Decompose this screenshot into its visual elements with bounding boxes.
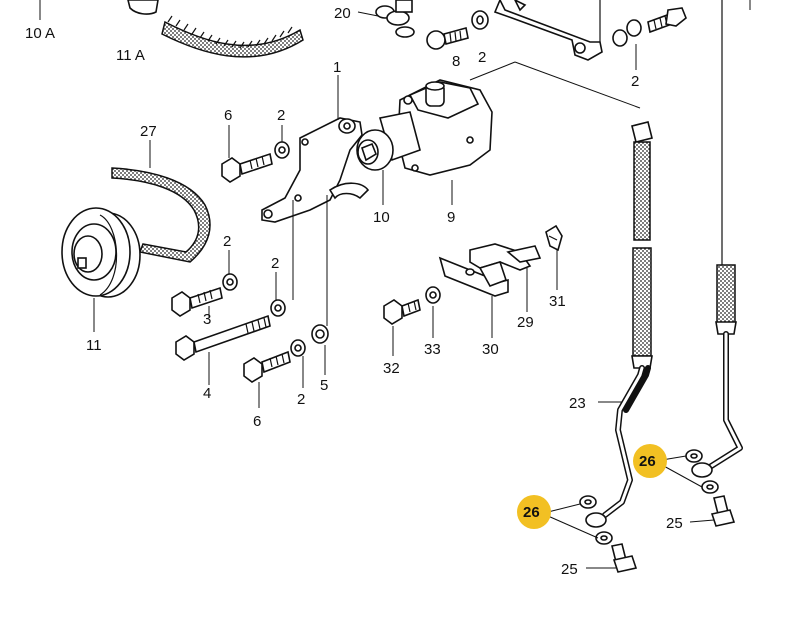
callout-2-b: 2: [271, 255, 279, 272]
callout-25-right: 25: [666, 515, 683, 532]
callout-2-top: 2: [478, 49, 486, 66]
drive-belt-11a: [127, 0, 304, 58]
washer-2-bracket: [274, 141, 290, 159]
pulley-11: [61, 207, 141, 298]
callout-32: 32: [383, 360, 400, 377]
callout-30: 30: [482, 341, 499, 358]
callout-10a: 10 A: [25, 25, 55, 42]
callout-5: 5: [320, 377, 328, 394]
return-hose-right: [702, 264, 743, 473]
bolt-8: [426, 27, 469, 50]
callout-29: 29: [517, 314, 534, 331]
highlight-26-right[interactable]: 26: [633, 444, 667, 478]
pressure-hose-23: [602, 121, 653, 518]
washer-2-a: [222, 273, 238, 291]
callout-33: 33: [424, 341, 441, 358]
bolt-top-right: [647, 7, 687, 34]
callout-9: 9: [447, 209, 455, 226]
leader-20: [357, 11, 379, 17]
callout-11: 11: [86, 337, 102, 354]
callout-2-a: 2: [223, 233, 231, 250]
clip-31: [545, 224, 563, 252]
banjo-assembly-left: [579, 495, 638, 573]
bolt-4: [175, 314, 271, 361]
washer-33: [425, 286, 441, 304]
power-steering-pump-9: [356, 79, 493, 176]
washer-5: [311, 324, 329, 344]
clamp-bracket-30: [438, 243, 542, 297]
bolt-20-assembly: [375, 0, 415, 38]
callout-2-bracket: 2: [277, 107, 285, 124]
callout-1: 1: [333, 59, 341, 76]
callout-2-c: 2: [297, 391, 305, 408]
callout-26-left: 26: [523, 504, 540, 521]
callout-3: 3: [203, 311, 211, 328]
callout-20: 20: [334, 5, 351, 22]
callout-23: 23: [569, 395, 586, 412]
banjo-assembly-right: [685, 449, 736, 527]
callout-6-bottom: 6: [253, 413, 261, 430]
callout-27: 27: [140, 123, 157, 140]
bolt-6-bottom: [243, 350, 291, 383]
bolt-6-top: [221, 152, 273, 183]
washer-2-b: [270, 299, 286, 317]
callout-31: 31: [549, 293, 566, 310]
highlight-26-left[interactable]: 26: [517, 495, 551, 529]
bolt-3: [171, 286, 223, 317]
washer-2-topright: [612, 19, 642, 47]
callout-6-top: 6: [224, 107, 232, 124]
callout-2-topright: 2: [631, 73, 639, 90]
washer-2-c: [290, 339, 306, 357]
washer-2-top: [471, 10, 489, 30]
callout-25-left: 25: [561, 561, 578, 578]
pump-bracket-1: [261, 117, 370, 223]
callout-10: 10: [373, 209, 390, 226]
callout-26-right: 26: [639, 453, 656, 470]
callout-4: 4: [203, 385, 211, 402]
callout-8: 8: [452, 53, 460, 70]
callout-11a: 11 A: [116, 47, 145, 64]
bolt-32: [383, 298, 421, 325]
mounting-bracket-top: [493, 0, 603, 61]
